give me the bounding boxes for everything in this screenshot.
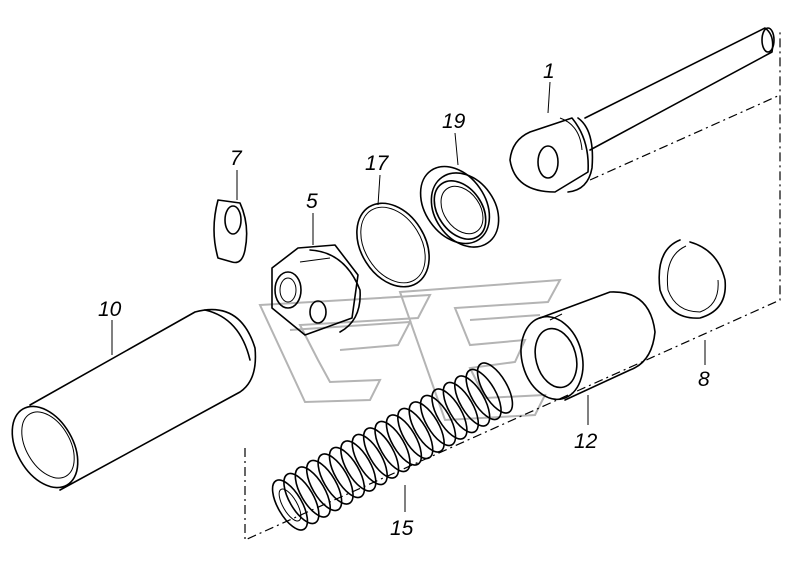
spring-coil [453, 375, 491, 427]
spring-coil [419, 394, 457, 447]
assembly-outline [244, 30, 781, 541]
spring-coil [305, 459, 343, 512]
spring-coil [283, 472, 320, 525]
spring-coil [340, 440, 377, 492]
part-8-circlip [658, 239, 727, 319]
callout-5: 5 [306, 190, 318, 213]
part-17-ring [356, 202, 430, 288]
spring-coil [362, 427, 400, 479]
part-12-sleeve [520, 291, 656, 401]
callout-17: 17 [365, 152, 390, 175]
spring-coil [328, 446, 366, 499]
part-19-bearing [419, 165, 500, 248]
leader-lines [111, 81, 706, 512]
spring-coil [374, 420, 411, 473]
part-7-clip [213, 199, 248, 264]
spring-coil [271, 479, 309, 531]
spring-coil [442, 381, 480, 434]
spring-coil [397, 407, 434, 460]
callout-7: 7 [230, 147, 243, 170]
spring-coil [476, 362, 514, 414]
callout-labels: 1 19 17 7 5 10 8 12 15 [98, 60, 710, 540]
part-15-spring [271, 362, 514, 531]
spring-coil [408, 401, 445, 453]
spring-coil [351, 433, 388, 486]
callout-12: 12 [574, 430, 598, 453]
spring-coil [431, 388, 468, 440]
callout-19: 19 [442, 110, 466, 133]
callout-15: 15 [390, 517, 414, 540]
watermark-logo [258, 278, 562, 422]
part-5-nut [271, 244, 361, 336]
spring-coil [385, 414, 423, 466]
callout-1: 1 [543, 60, 555, 83]
callout-10: 10 [98, 298, 122, 321]
callout-8: 8 [698, 368, 710, 391]
spring-end [278, 488, 302, 522]
part-1-shaft [509, 27, 775, 193]
spring-coil [465, 368, 502, 421]
spring-coil [317, 453, 354, 505]
spring-coil [294, 466, 332, 518]
part-10-tube [11, 308, 257, 491]
